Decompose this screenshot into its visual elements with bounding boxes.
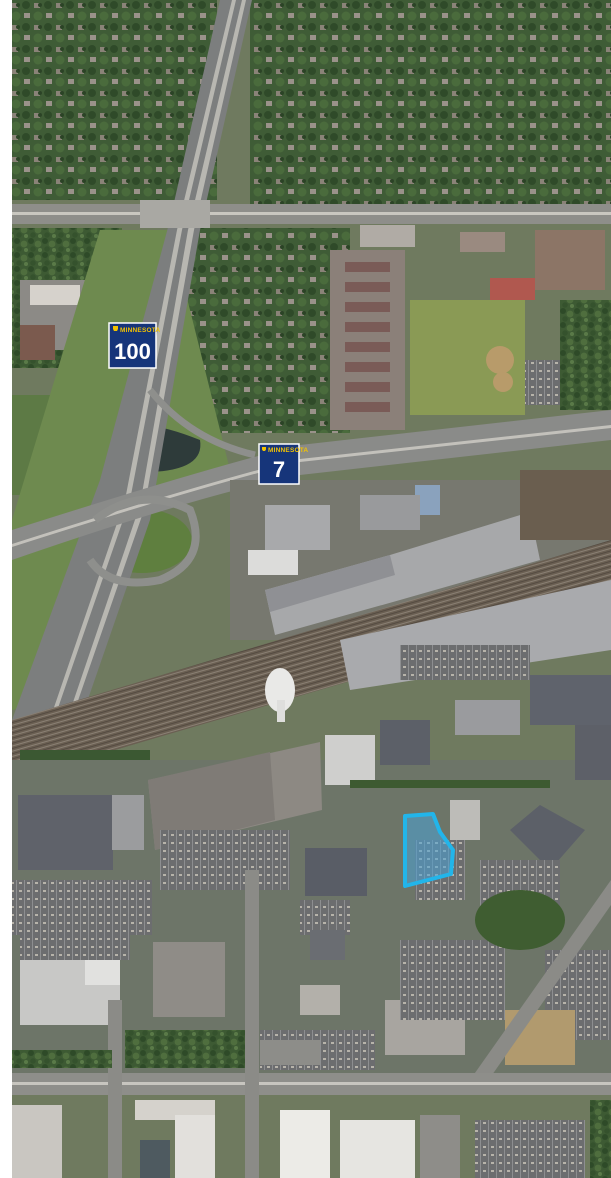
route-shield-background <box>258 443 300 485</box>
route-shield-state-label: MINNESOTA <box>120 327 160 334</box>
route-shield-7: MINNESOTA 7 <box>258 443 308 485</box>
route-shield-number: 100 <box>114 339 151 364</box>
highlighted-parcel-outline <box>403 812 455 888</box>
route-shield-state-label: MINNESOTA <box>268 447 308 454</box>
route-shield-number: 7 <box>273 457 285 482</box>
route-shield-100: MINNESOTA 100 <box>108 322 160 369</box>
minnesota-state-outline-icon <box>262 447 266 451</box>
minnesota-state-outline-icon <box>113 326 118 331</box>
aerial-imagery <box>12 0 611 1178</box>
